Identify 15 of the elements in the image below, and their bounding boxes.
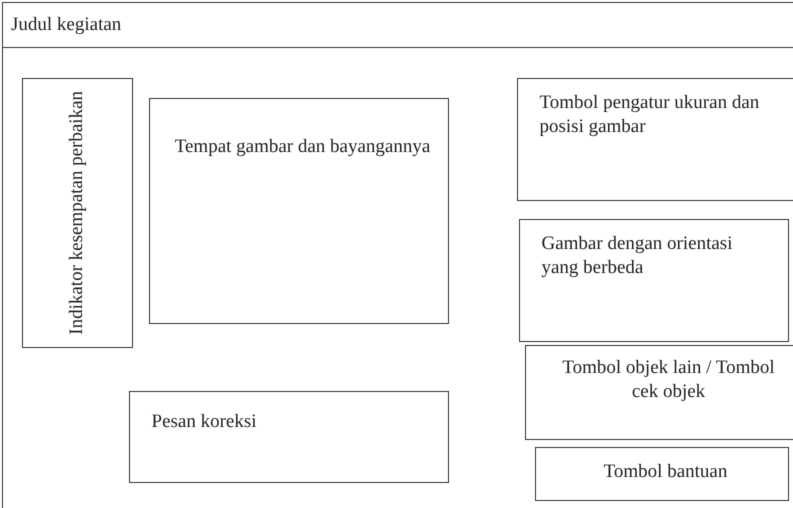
panel-label: Indikator kesempatan perbaikan [65,90,88,334]
layout-panel [534,446,788,500]
panel-label: Gambar dengan orientasi yang berbeda [542,232,734,280]
panel-label: Tombol pengatur ukuran dan posisi gambar [540,90,760,138]
layout-panel [516,78,793,200]
window-title: Judul kegiatan [11,13,122,37]
layout-panel [524,344,793,440]
panel-label: Tombol bantuan [602,460,728,484]
layout-panel [518,218,788,342]
layout-panel [148,98,448,324]
layout-panel [128,390,448,482]
panel-label: Pesan koreksi [152,410,258,434]
layout-panel [22,78,132,348]
panel-label: Tombol objek lain / Tombol cek objek [561,356,776,404]
panel-label: Tempat gambar dan bayangannya [174,134,432,158]
